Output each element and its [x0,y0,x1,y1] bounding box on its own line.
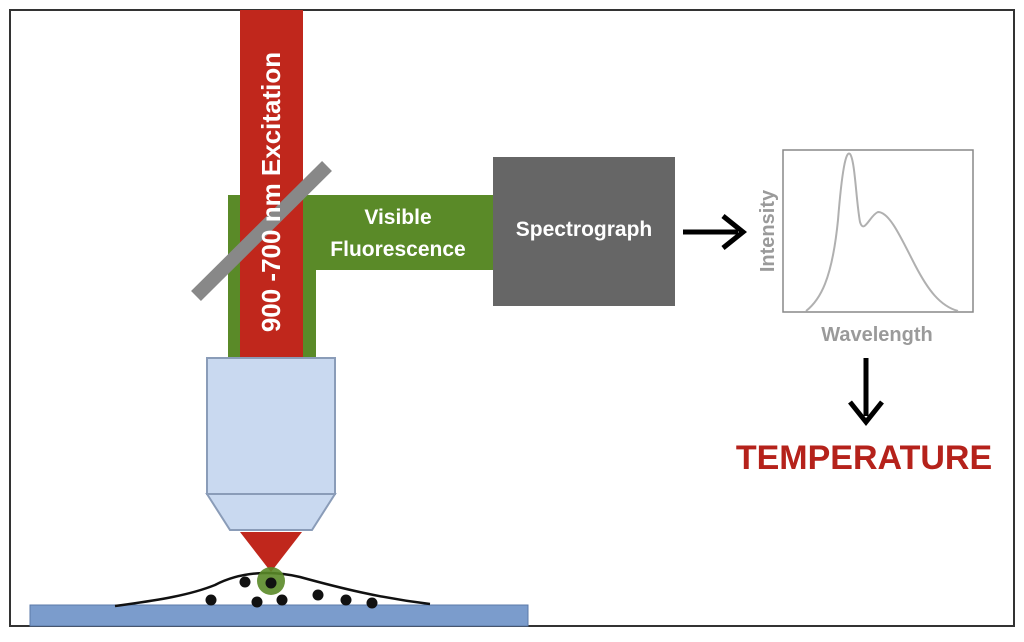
objective-tip [205,493,337,531]
spectrograph-label: Spectrograph [516,218,653,241]
nanoparticle [312,589,324,601]
nanoparticle [265,577,277,589]
down-arrow-icon [848,358,884,427]
dichroic-mirror [191,161,332,301]
nanoparticle [366,597,378,609]
spectrum-plot-frame [782,149,974,313]
nanoparticle [205,594,217,606]
fluorescence-label-line2: Fluorescence [330,238,465,261]
excitation-beam [240,10,303,360]
temperature-result: TEMPERATURE [736,439,992,477]
right-arrow-icon [683,214,748,250]
objective-body [206,357,336,495]
nanoparticle [340,594,352,606]
excitation-cone [240,532,302,572]
nanoparticle [251,596,263,608]
diagram-frame [9,9,1015,627]
spectrum-curve [805,152,959,312]
excitation-label: 900 -700 nm Excitation [256,52,286,332]
sample-slide [29,604,529,627]
nanoparticle [239,576,251,588]
nanoparticle [276,594,288,606]
y-axis-label: Intensity [757,189,779,272]
x-axis-label: Wavelength [821,324,933,346]
spectrograph-box [493,157,675,306]
nanoparticles [205,576,378,609]
fluorescence-label-line1: Visible [364,206,431,229]
